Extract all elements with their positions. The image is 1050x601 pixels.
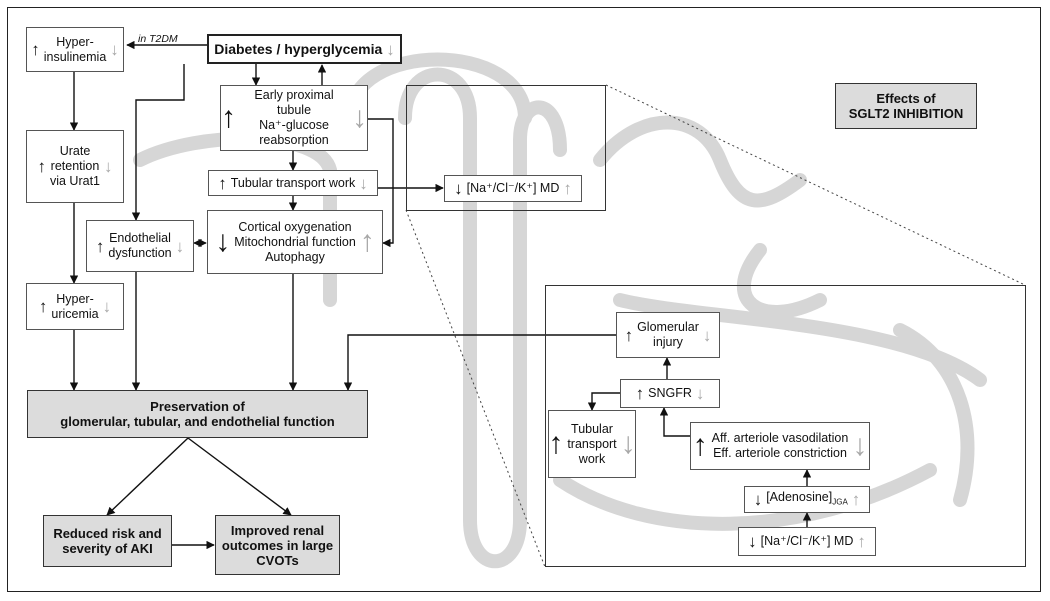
node-preservation: Preservation of glomerular, tubular, and… — [27, 390, 368, 438]
increase-arrow-icon: ↑ — [218, 173, 227, 193]
node-renal-outcomes: Improved renal outcomes in large CVOTs — [215, 515, 340, 575]
increase-arrow-icon: ↑ — [38, 297, 48, 316]
node-hyperuricemia-label: Hyper- uricemia — [51, 291, 99, 321]
increase-arrow-icon: ↑ — [359, 225, 375, 258]
node-sngfr: ↑ SNGFR ↓ — [620, 379, 720, 408]
node-renal-outcomes-label: Improved renal outcomes in large CVOTs — [221, 522, 334, 568]
increase-arrow-icon: ↑ — [635, 384, 645, 403]
node-hyperinsulinemia-label: Hyper- insulinemia — [43, 34, 107, 64]
decrease-arrow-icon: ↓ — [852, 429, 868, 462]
node-macula-densa-bottom-label: [Na⁺/Cl⁻/K⁺] MD — [760, 534, 854, 548]
node-sngfr-label: SNGFR — [648, 386, 692, 400]
node-arterioles-label: Aff. arteriole vasodilation Eff. arterio… — [711, 431, 849, 460]
badge-line1: Effects of — [876, 91, 936, 106]
increase-arrow-icon: ↑ — [95, 236, 105, 256]
node-arterioles: ↑ Aff. arteriole vasodilation Eff. arter… — [690, 422, 870, 470]
increase-arrow-icon: ↑ — [548, 427, 564, 460]
decrease-arrow-icon: ↓ — [102, 297, 112, 316]
increase-arrow-icon: ↑ — [692, 429, 708, 462]
node-adenosine: ↓ [Adenosine]JGA ↑ — [744, 486, 870, 513]
sglt2-badge: Effects of SGLT2 INHIBITION — [835, 83, 977, 129]
node-hyperinsulinemia: ↑ Hyper- insulinemia ↓ — [26, 27, 124, 72]
adenosine-text: [Adenosine] — [766, 489, 833, 504]
node-glomerular-injury: ↑ Glomerular injury ↓ — [616, 312, 720, 358]
zoom-window-inset — [545, 285, 1026, 567]
decrease-arrow-icon: ↓ — [359, 173, 368, 193]
node-tubular-transport-work-label: Tubular transport work — [567, 421, 617, 466]
node-cortical-label: Cortical oxygenation Mitochondrial funct… — [234, 219, 356, 264]
decrease-arrow-icon: ↓ — [352, 101, 367, 134]
node-adenosine-label: [Adenosine]JGA — [766, 490, 848, 510]
increase-arrow-icon: ↑ — [31, 40, 40, 59]
decrease-arrow-icon: ↓ — [695, 384, 705, 403]
node-cortical: ↓ Cortical oxygenation Mitochondrial fun… — [207, 210, 383, 274]
decrease-arrow-icon: ↓ — [454, 179, 463, 198]
node-aki-label: Reduced risk and severity of AKI — [53, 526, 162, 556]
node-endothelial: ↑ Endothelial dysfunction ↓ — [86, 220, 194, 272]
node-urate-retention: ↑ Urate retention via Urat1 ↓ — [26, 130, 124, 203]
adenosine-subscript: JGA — [832, 497, 848, 507]
increase-arrow-icon: ↑ — [857, 532, 866, 551]
label-in-t2dm: in T2DM — [138, 33, 178, 45]
increase-arrow-icon: ↑ — [37, 157, 46, 176]
node-preservation-label: Preservation of glomerular, tubular, and… — [60, 399, 335, 429]
node-hyperuricemia: ↑ Hyper- uricemia ↓ — [26, 283, 124, 330]
node-macula-densa-top-label: [Na⁺/Cl⁻/K⁺] MD — [466, 181, 560, 195]
decrease-arrow-icon: ↓ — [215, 225, 231, 258]
node-tubular-work-label: Tubular transport work — [230, 175, 356, 190]
decrease-arrow-icon: ↓ — [386, 39, 395, 59]
zoom-window-small — [406, 85, 606, 211]
increase-arrow-icon: ↑ — [221, 101, 236, 134]
decrease-arrow-icon: ↓ — [753, 490, 763, 509]
connectors — [69, 40, 812, 550]
node-tubular-work: ↑ Tubular transport work ↓ — [208, 170, 378, 196]
node-early-tubule: ↑ Early proximal tubule Na⁺-glucose reab… — [220, 85, 368, 151]
decrease-arrow-icon: ↓ — [110, 40, 119, 59]
decrease-arrow-icon: ↓ — [748, 532, 757, 551]
badge-line2: SGLT2 INHIBITION — [848, 106, 964, 121]
decrease-arrow-icon: ↓ — [702, 325, 712, 345]
nephron-watermark — [133, 52, 987, 569]
node-tubular-transport-work: ↑ Tubular transport work ↓ — [548, 410, 636, 478]
node-aki: Reduced risk and severity of AKI — [43, 515, 172, 567]
node-diabetes-label: Diabetes / hyperglycemia — [214, 40, 383, 57]
figure-frame — [7, 7, 1041, 592]
increase-arrow-icon: ↑ — [624, 325, 634, 345]
increase-arrow-icon: ↑ — [563, 179, 572, 198]
zoom-guides — [405, 84, 1026, 568]
node-endothelial-label: Endothelial dysfunction — [108, 231, 172, 260]
increase-arrow-icon: ↑ — [851, 490, 861, 509]
node-macula-densa-top: ↓ [Na⁺/Cl⁻/K⁺] MD ↑ — [444, 175, 582, 202]
node-diabetes: Diabetes / hyperglycemia ↓ — [207, 34, 402, 64]
node-urate-retention-label: Urate retention via Urat1 — [49, 144, 101, 188]
decrease-arrow-icon: ↓ — [620, 427, 636, 460]
decrease-arrow-icon: ↓ — [175, 236, 185, 256]
node-glomerular-injury-label: Glomerular injury — [637, 320, 699, 349]
node-macula-densa-bottom: ↓ [Na⁺/Cl⁻/K⁺] MD ↑ — [738, 527, 876, 556]
decrease-arrow-icon: ↓ — [104, 157, 113, 176]
node-early-tubule-label: Early proximal tubule Na⁺-glucose reabso… — [254, 88, 334, 147]
